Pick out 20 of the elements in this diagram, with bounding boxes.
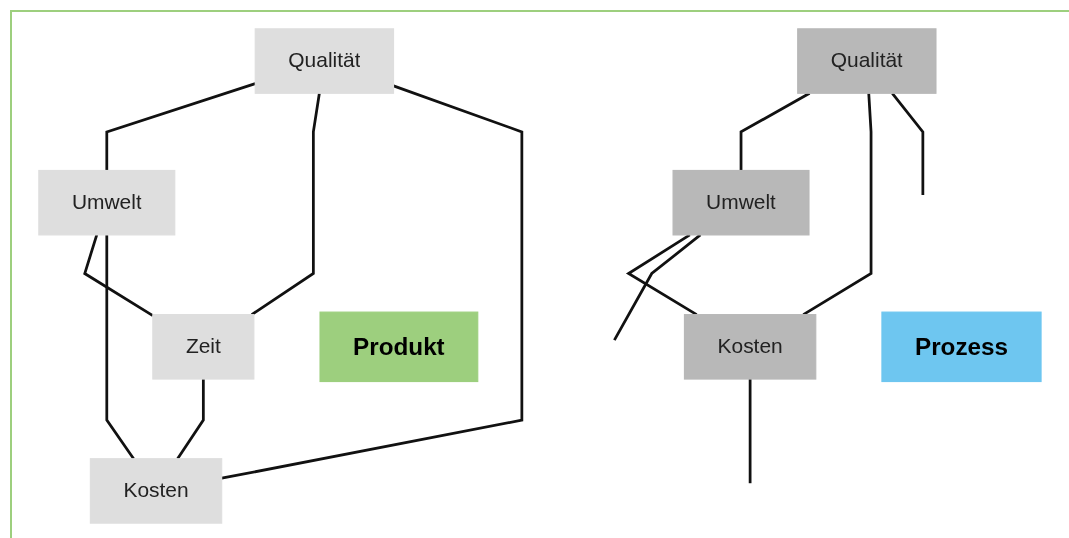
connector [802, 93, 872, 316]
connector [250, 93, 321, 316]
node-box: Produkt [319, 311, 478, 383]
node-box: Qualität [254, 28, 394, 94]
node-box: Prozess [880, 311, 1042, 383]
connector [625, 233, 697, 316]
node-box: Kosten [89, 458, 222, 524]
connector [221, 84, 523, 480]
node-box: Qualität [796, 28, 937, 94]
connector [612, 233, 701, 341]
connector [739, 92, 810, 171]
node-box: Umwelt [672, 169, 810, 236]
connector [104, 234, 135, 460]
node-box: Kosten [683, 314, 816, 380]
connector [890, 92, 924, 195]
node-box: Zeit [151, 314, 254, 380]
connector [175, 379, 205, 460]
connector [748, 379, 752, 484]
connector [82, 234, 154, 317]
node-box: Umwelt [37, 169, 175, 236]
